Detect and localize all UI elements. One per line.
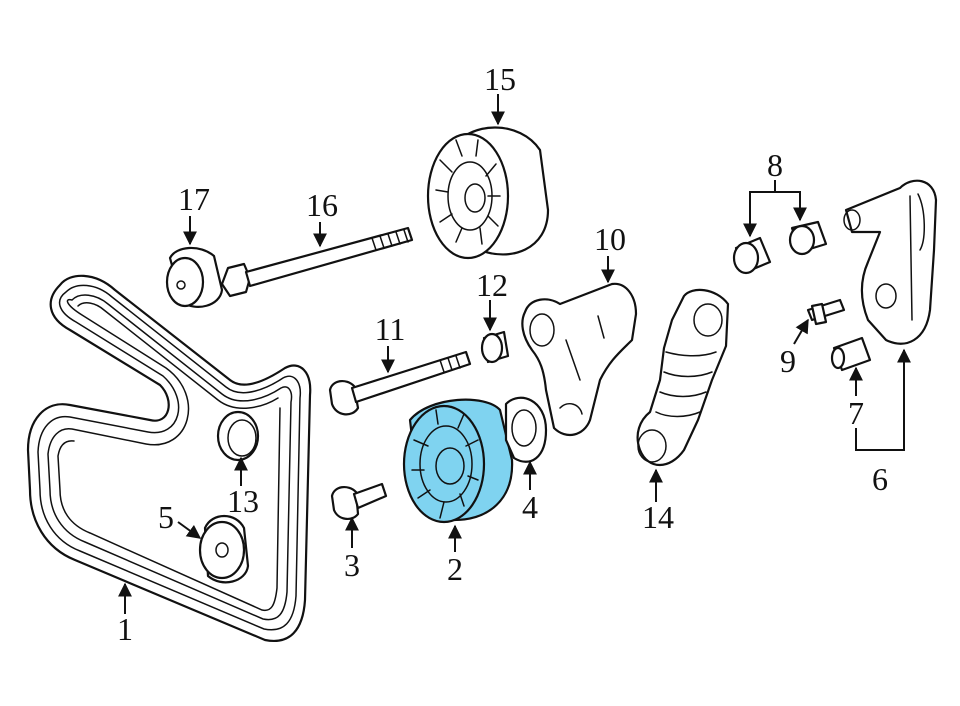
callout-1: 1 [117,611,133,647]
pulley-large[interactable] [426,126,550,260]
callout-16: 16 [306,187,338,223]
callout-2: 2 [447,551,463,587]
callout-8: 8 [767,147,783,183]
callout-5: 5 [158,499,174,535]
callout-10: 10 [594,221,626,257]
callout-labels: 1 2 3 4 5 6 7 8 9 10 11 12 13 14 15 16 1… [117,61,888,647]
callout-14: 14 [642,499,674,535]
tension-pulley-lower[interactable] [198,514,250,584]
callout-11: 11 [375,311,406,347]
long-bolt[interactable] [220,226,414,298]
callout-4: 4 [522,489,538,525]
idler-pulley-small[interactable] [216,410,260,462]
callout-17: 17 [178,181,210,217]
bolt-short[interactable] [330,482,388,520]
tensioner-pulley-highlighted[interactable] [402,398,514,524]
callout-13: 13 [227,483,259,519]
callout-3: 3 [344,547,360,583]
pulley-cap[interactable] [165,246,224,308]
tensioner-damper[interactable] [636,288,730,466]
serpentine-belt[interactable] [26,274,312,643]
sleeve[interactable] [830,336,872,372]
tensioner-arm[interactable] [843,179,938,345]
callout-9: 9 [780,343,796,379]
washer-plate[interactable] [504,396,548,463]
bolt-small[interactable] [806,298,846,326]
leader-lines [118,94,911,614]
callout-15: 15 [484,61,516,97]
bolt-medium[interactable] [328,350,472,416]
callout-6: 6 [872,461,888,497]
callout-12: 12 [476,267,508,303]
callout-7: 7 [848,395,864,431]
tensioner-bracket[interactable] [521,282,638,437]
bushing-small[interactable] [480,330,510,364]
bushing-pair[interactable] [732,220,828,275]
